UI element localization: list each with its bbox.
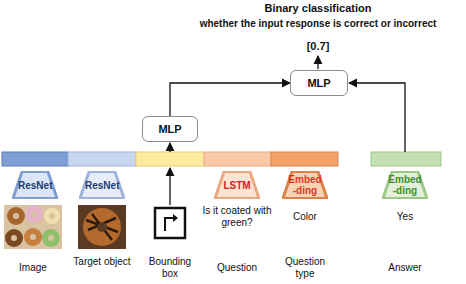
image-photo — [4, 205, 62, 249]
bar-arrow — [169, 143, 170, 152]
trapezoid-shape — [215, 172, 259, 199]
output-arrow — [317, 56, 318, 69]
diagram-title: Binary classification — [265, 2, 372, 15]
output-score: [0.7] — [307, 40, 330, 53]
trapezoid-shape — [383, 172, 427, 199]
mlp-box: MLP — [142, 116, 198, 142]
input-label: Bounding box — [140, 256, 200, 279]
input-label: Image — [19, 262, 47, 274]
question-text: Is it coated with green? — [201, 205, 273, 228]
encoder-trapezoid: Embed -ding — [282, 171, 328, 199]
answer-text: Yes — [397, 211, 413, 223]
node-text: MLP — [158, 123, 181, 135]
node-text: Embed -ding — [388, 174, 422, 196]
node-text: MLP — [307, 77, 330, 89]
input-label: Question type — [275, 256, 335, 279]
node-text: ResNet — [18, 180, 52, 191]
node-text: ResNet — [85, 180, 119, 191]
node-text: LSTM — [220, 180, 254, 191]
subtitle: whether the input response is correct or… — [200, 18, 437, 30]
bbox-arrow — [169, 168, 170, 205]
encoder-trapezoid: ResNet — [12, 171, 58, 199]
node-text: Embed -ding — [288, 174, 322, 196]
encoder-trapezoid: LSTM — [214, 171, 260, 199]
target-object-photo — [78, 205, 126, 249]
question-type-text: Color — [293, 211, 317, 223]
connector-arrow — [170, 83, 290, 116]
input-label: Target object — [72, 256, 132, 268]
trapezoid-shape — [13, 172, 57, 199]
answer-arrow — [349, 83, 405, 152]
feature-bar — [2, 152, 441, 166]
trapezoid-shape — [80, 172, 124, 199]
input-label: Answer — [388, 262, 421, 274]
input-label: Question — [217, 262, 257, 274]
bounding-box-icon — [155, 208, 185, 238]
encoder-trapezoid: Embed -ding — [382, 171, 428, 199]
mlp-box: MLP — [290, 70, 348, 96]
trapezoid-shape — [283, 172, 327, 199]
encoder-trapezoid: ResNet — [79, 171, 125, 199]
